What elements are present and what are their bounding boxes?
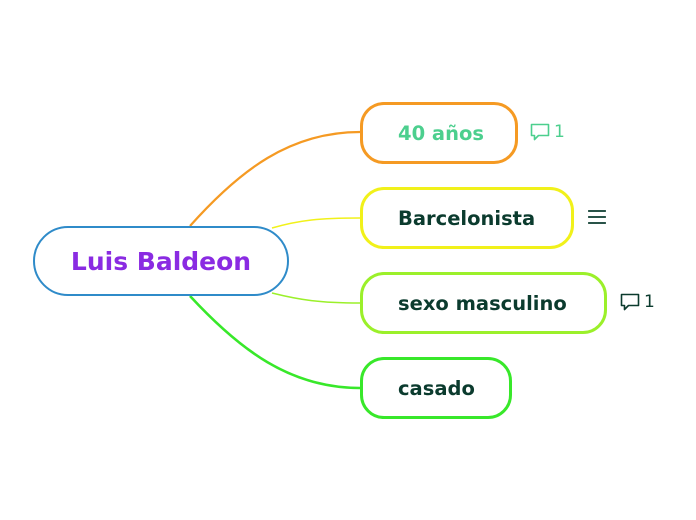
comment-count: 1 xyxy=(644,292,655,312)
connector-casado xyxy=(189,295,361,390)
topic-node-casado[interactable]: casado xyxy=(360,357,512,419)
comment-marker-sexo-masculino[interactable]: 1 xyxy=(619,292,655,312)
notes-marker-barcelonista[interactable] xyxy=(587,207,607,227)
comment-marker-40-anos[interactable]: 1 xyxy=(529,122,565,142)
connector-sexo-masculino xyxy=(271,292,361,304)
central-topic-node[interactable]: Luis Baldeon xyxy=(33,226,289,296)
comment-count: 1 xyxy=(554,122,565,142)
comment-icon xyxy=(530,123,550,141)
topic-node-barcelonista[interactable]: Barcelonista xyxy=(360,187,574,249)
notes-icon xyxy=(588,210,606,224)
central-topic-label: Luis Baldeon xyxy=(70,246,252,276)
topic-label-casado: casado xyxy=(398,376,475,400)
topic-label-barcelonista: Barcelonista xyxy=(398,206,536,230)
comment-icon xyxy=(620,293,640,311)
topic-label-40-anos: 40 años xyxy=(398,121,484,145)
topic-node-sexo-masculino[interactable]: sexo masculino xyxy=(360,272,607,334)
topic-label-sexo-masculino: sexo masculino xyxy=(398,291,567,315)
topic-node-40-anos[interactable]: 40 años xyxy=(360,102,518,164)
connector-40-anos xyxy=(189,130,361,227)
connector-barcelonista xyxy=(271,217,361,229)
